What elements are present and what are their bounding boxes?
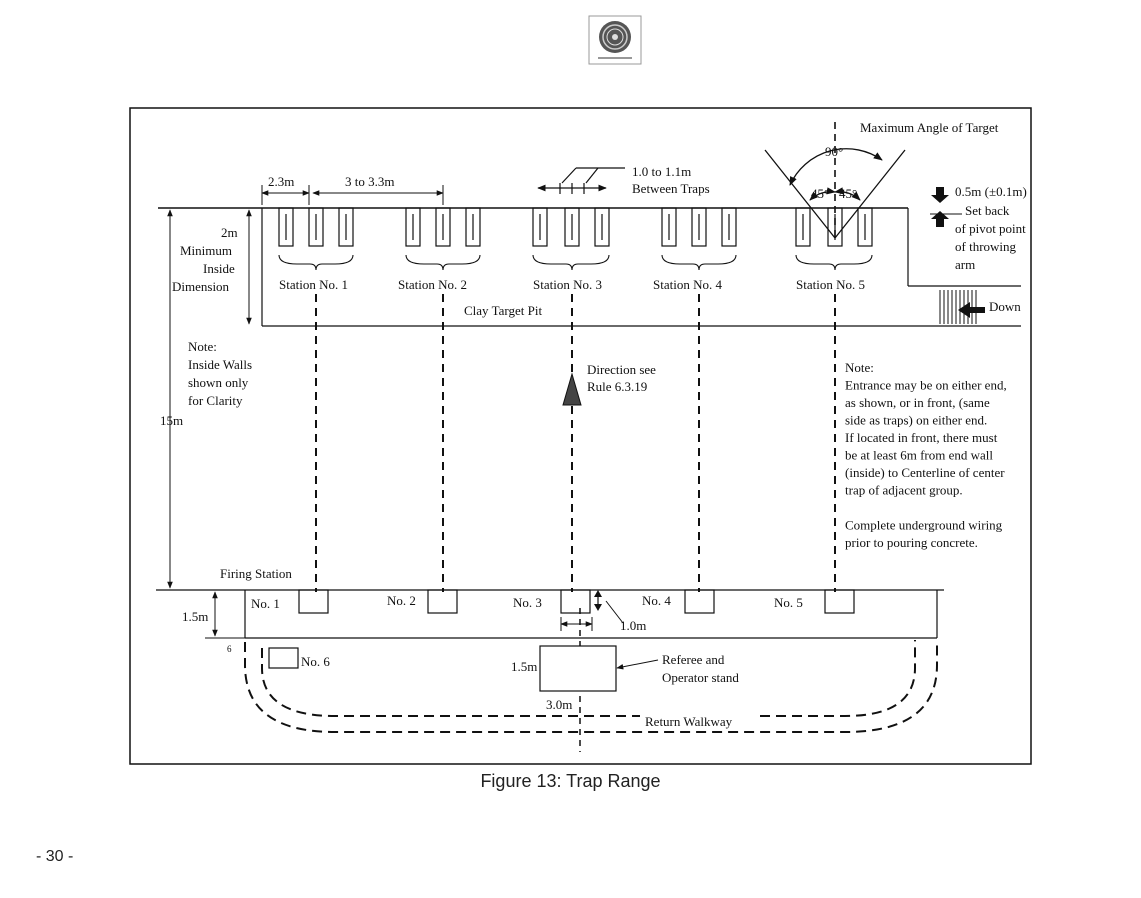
entrance-note: Note: Entrance may be on either end, as sh… (845, 360, 1007, 550)
trap-machines (278, 207, 873, 247)
station-label-2: Station No. 2 (398, 277, 467, 292)
small-6-label: 6 (227, 644, 232, 654)
entrance-note-line: prior to pouring concrete. (845, 535, 978, 550)
station-label-1: Station No. 1 (279, 277, 348, 292)
down-label: Down (989, 299, 1021, 314)
angle-90-label: 90° (825, 144, 843, 159)
entrance-note-line: as shown, or in front, (same (845, 395, 990, 410)
between-traps-dimension (537, 167, 625, 194)
dim-2m-2: Minimum (180, 243, 232, 258)
clay-target-pit-label: Clay Target Pit (464, 303, 542, 318)
note-walls-3: shown only (188, 375, 249, 390)
diagram-frame (129, 107, 1032, 765)
return-walkway-path (244, 640, 938, 733)
station-label-5: Station No. 5 (796, 277, 865, 292)
dim-1-5m-stand: 1.5m (511, 659, 537, 674)
entrance-note-line: trap of adjacent group. (845, 483, 963, 498)
firing-label-6: No. 6 (301, 654, 330, 669)
firing-label-5: No. 5 (774, 595, 803, 610)
firing-label-2: No. 2 (387, 593, 416, 608)
dim-2m-4: Dimension (172, 279, 230, 294)
referee-label-2: Operator stand (662, 670, 739, 685)
dim-15m: 15m (160, 413, 183, 428)
firing-positions (268, 589, 855, 669)
entrance-note-line: side as traps) on either end. (845, 413, 987, 428)
page-number: - 30 - (36, 848, 74, 865)
direction-label-1: Direction see (587, 362, 656, 377)
firing-label-3: No. 3 (513, 595, 542, 610)
direction-label-2: Rule 6.3.19 (587, 379, 647, 394)
logo-seal (588, 15, 642, 65)
setback-label-3: of pivot point (955, 221, 1026, 236)
dim-1-5m-left: 1.5m (182, 609, 208, 624)
direction-arrow-icon (562, 372, 582, 406)
dim-between-traps-2: Between Traps (632, 181, 710, 196)
down-arrow-icon (958, 302, 985, 318)
dim-3-to-3-3m: 3 to 3.3m (345, 174, 394, 189)
firing-label-1: No. 1 (251, 596, 280, 611)
entrance-note-line: Complete underground wiring (845, 518, 1003, 533)
station-label-4: Station No. 4 (653, 277, 722, 292)
entrance-note-line: (inside) to Centerline of center (845, 465, 1005, 480)
station-label-3: Station No. 3 (533, 277, 602, 292)
station-centerlines (315, 294, 836, 592)
dim-2-3m: 2.3m (268, 174, 294, 189)
max-angle-label: Maximum Angle of Target (860, 120, 999, 135)
dim-between-traps-1: 1.0 to 1.1m (632, 164, 691, 179)
setback-arrow-down-icon (931, 187, 949, 203)
setback-arrow-up-icon (931, 211, 949, 227)
angle-45-right-label: 45° (839, 186, 857, 201)
return-walkway-label: Return Walkway (645, 714, 733, 729)
note-walls-4: for Clarity (188, 393, 243, 408)
note-walls-1: Note: (188, 339, 217, 354)
setback-label-5: arm (955, 257, 975, 272)
entrance-note-line: Entrance may be on either end, (845, 378, 1007, 393)
note-walls-2: Inside Walls (188, 357, 252, 372)
referee-stand (539, 645, 617, 692)
dim-3-0m: 3.0m (546, 697, 572, 712)
entrance-note-line: be at least 6m from end wall (845, 448, 993, 463)
dim-2m-1: 2m (221, 225, 238, 240)
dim-2m-3: Inside (203, 261, 235, 276)
dim-1-0m: 1.0m (620, 618, 646, 633)
figure-caption: Figure 13: Trap Range (480, 771, 661, 791)
firing-label-4: No. 4 (642, 593, 671, 608)
setback-label-4: of throwing (955, 239, 1017, 254)
entrance-note-line: Note: (845, 360, 874, 375)
target-angle-diagram (764, 122, 906, 239)
setback-label-2: Set back (965, 203, 1010, 218)
station-braces (278, 254, 873, 271)
firing-station-label: Firing Station (220, 566, 292, 581)
referee-label-1: Referee and (662, 652, 725, 667)
setback-label-1: 0.5m (±0.1m) (955, 184, 1027, 199)
angle-45-left-label: 45° (811, 186, 829, 201)
entrance-note-line: If located in front, there must (845, 430, 998, 445)
